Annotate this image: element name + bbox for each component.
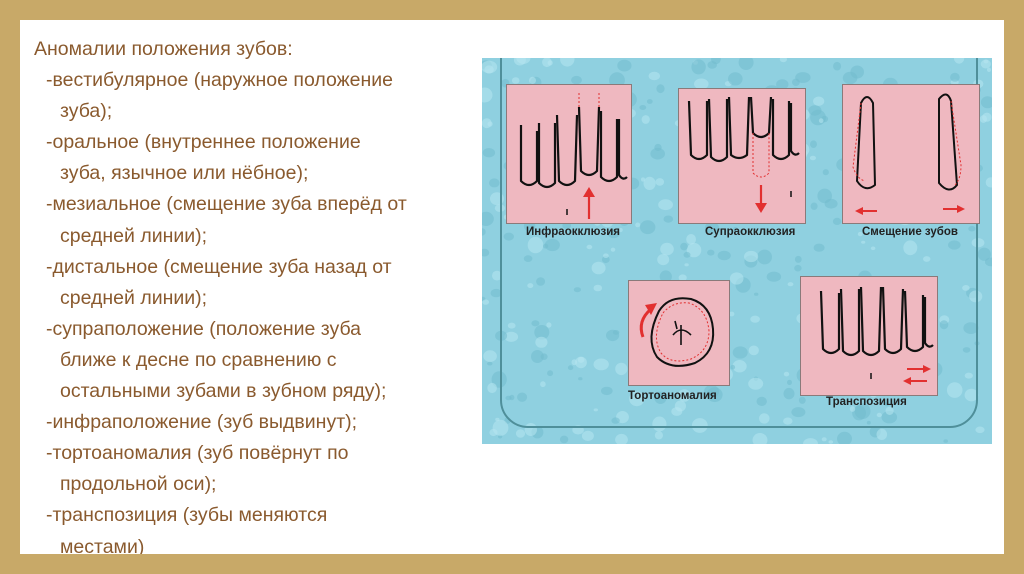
tortoanomaly-panel	[628, 280, 730, 386]
supraocclusion-drawing	[687, 96, 800, 213]
anomaly-item-continuation: зуба);	[60, 100, 113, 123]
anomaly-item: -вестибулярное (наружное положение	[46, 69, 393, 92]
infraocclusion-panel	[506, 84, 632, 224]
teeth-anomalies-figure: Инфраокклюзия Супраокклюзия	[482, 58, 992, 444]
anomaly-item-continuation: средней линии);	[60, 224, 208, 247]
teeth-shift-panel	[842, 84, 980, 224]
anomaly-item: -инфраположение (зуб выдвинут);	[46, 411, 358, 434]
transposition-drawing	[819, 286, 934, 385]
anomaly-item-continuation: ближе к десне по сравнению с	[60, 348, 337, 371]
anomaly-item: -супраположение (положение зуба	[46, 317, 362, 340]
anomaly-item-continuation: зуба, язычное или нёбное);	[60, 162, 309, 185]
transposition-panel	[800, 276, 938, 396]
anomalies-text: Аномалии положения зубов: -вестибулярное…	[34, 34, 484, 554]
caption-transposition: Транспозиция	[826, 396, 907, 408]
anomaly-item: -транспозиция (зубы меняются	[46, 504, 328, 527]
caption-infraocclusion: Инфраокклюзия	[526, 226, 620, 238]
anomaly-item-continuation: местами)	[60, 535, 145, 555]
anomaly-item-continuation: остальными зубами в зубном ряду);	[60, 380, 387, 403]
infraocclusion-drawing	[519, 93, 628, 219]
tortoanomaly-drawing	[639, 297, 715, 367]
anomaly-item: -оральное (внутреннее положение	[46, 131, 361, 154]
anomaly-item-continuation: средней линии);	[60, 286, 208, 309]
supraocclusion-panel	[678, 88, 806, 224]
anomaly-item: -тортоаномалия (зуб повёрнут по	[46, 442, 349, 465]
anomaly-item: -мезиальное (смещение зуба вперёд от	[46, 193, 407, 216]
anomalies-title: Аномалии положения зубов:	[34, 38, 293, 60]
caption-supraocclusion: Супраокклюзия	[705, 226, 796, 238]
caption-tortoanomaly: Тортоаномалия	[628, 390, 717, 402]
teeth-shift-drawing	[852, 93, 965, 215]
anomaly-item: -дистальное (смещение зуба назад от	[46, 255, 392, 278]
caption-teeth-shift: Смещение зубов	[862, 226, 958, 238]
figure-frame	[500, 58, 978, 428]
anomaly-item-continuation: продольной оси);	[60, 473, 217, 496]
anomalies-list: -вестибулярное (наружное положение зуба);…	[34, 65, 484, 554]
slide: Аномалии положения зубов: -вестибулярное…	[20, 20, 1004, 554]
